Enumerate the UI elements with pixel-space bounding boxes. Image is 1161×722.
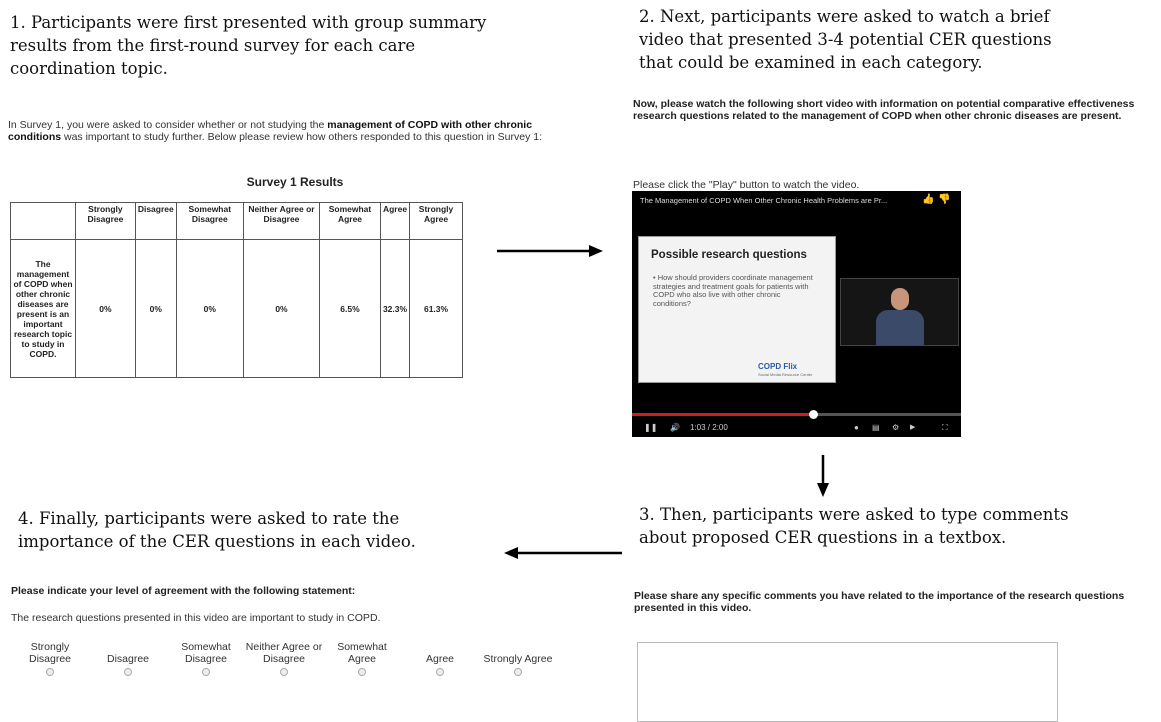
time-display: 1:03 / 2:00 — [690, 423, 728, 432]
likert-option[interactable]: Strongly Agree — [479, 637, 557, 679]
likert-option[interactable]: Neither Agree or Disagree — [245, 637, 323, 679]
video-slide: Possible research questions • How should… — [638, 236, 836, 383]
column-header: Agree — [379, 202, 411, 240]
rating-prompt: Please indicate your level of agreement … — [11, 585, 356, 597]
table-corner-cell — [10, 202, 76, 240]
step-3-caption: 3. Then, participants were asked to type… — [639, 505, 1069, 547]
table-cell: 0% — [242, 239, 321, 378]
table-cell: 0% — [75, 239, 136, 378]
table-cell: 0% — [134, 239, 177, 378]
survey-1-intro-post: was important to study further. Below pl… — [61, 131, 543, 143]
progress-handle[interactable] — [808, 410, 818, 419]
radio-button[interactable] — [436, 668, 444, 676]
likert-option[interactable]: Disagree — [89, 637, 167, 679]
likert-scale: Strongly Disagree Disagree Somewhat Disa… — [20, 637, 552, 687]
table-cell: 6.5% — [319, 239, 381, 378]
arrow-down-icon — [817, 455, 829, 497]
video-controls: ❚❚ 🔊 1:03 / 2:00 ● ▤ ⚙ ▶ ⛶ — [632, 421, 961, 437]
video-intro: Now, please watch the following short vi… — [633, 98, 1135, 122]
subtitles-icon[interactable]: ▤ — [872, 423, 880, 432]
survey-1-intro-topic: management of COPD with other chronic co… — [8, 119, 533, 143]
thumbs-up-icon[interactable]: 👍 — [922, 194, 935, 205]
option-label: Strongly Agree — [483, 653, 553, 665]
play-instruction: Please click the "Play" button to watch … — [633, 179, 860, 191]
radio-button[interactable] — [280, 668, 288, 676]
copd-flix-logo: COPD Flix — [758, 362, 798, 371]
radio-button[interactable] — [514, 668, 522, 676]
arrow-right-icon — [497, 245, 603, 257]
comments-textbox[interactable] — [637, 642, 1058, 722]
logo-subtitle: Social Media Resource Center — [758, 372, 813, 377]
arrow-left-icon — [504, 547, 622, 559]
table-header-row: Strongly Disagree Disagree Somewhat Disa… — [10, 202, 463, 240]
results-table-title: Survey 1 Results — [246, 175, 344, 189]
likert-option[interactable]: Somewhat Disagree — [167, 637, 245, 679]
radio-button[interactable] — [202, 668, 210, 676]
slide-bullet: • How should providers coordinate manage… — [653, 273, 813, 308]
column-header: Strongly Agree — [409, 202, 463, 240]
step-1-caption: 1. Participants were first presented wit… — [10, 13, 487, 78]
radio-button[interactable] — [358, 668, 366, 676]
option-label: Disagree — [106, 653, 150, 665]
survey-1-intro-pre: In Survey 1, you were asked to consider … — [8, 119, 328, 131]
option-label: Somewhat Disagree — [181, 641, 231, 665]
gear-icon[interactable]: ⚙ — [892, 423, 900, 432]
column-header: Somewhat Disagree — [175, 202, 244, 240]
table-cell: 61.3% — [409, 239, 463, 378]
youtube-icon[interactable]: ▶ — [910, 424, 916, 431]
radio-button[interactable] — [124, 668, 132, 676]
fullscreen-icon[interactable]: ⛶ — [942, 423, 948, 432]
option-label: Somewhat Agree — [337, 641, 387, 665]
captions-icon[interactable]: ● — [854, 423, 859, 432]
step-4-caption: 4. Finally, participants were asked to r… — [18, 509, 416, 551]
presenter-thumbnail — [840, 278, 959, 346]
option-label: Agree — [425, 653, 455, 665]
rating-statement: The research questions presented in this… — [11, 612, 381, 624]
likert-option[interactable]: Strongly Disagree — [11, 637, 89, 679]
likert-option[interactable]: Agree — [401, 637, 479, 679]
radio-button[interactable] — [46, 668, 54, 676]
column-header: Strongly Disagree — [75, 202, 136, 240]
video-title: The Management of COPD When Other Chroni… — [640, 196, 888, 205]
thumbs-down-icon[interactable]: 👎 — [938, 194, 951, 205]
table-cell: 0% — [175, 239, 244, 378]
row-label: The management of COPD when other chroni… — [10, 239, 76, 378]
presenter-head — [891, 288, 909, 310]
slide-title: Possible research questions — [651, 249, 807, 261]
video-progress-bar[interactable] — [632, 410, 961, 419]
column-header: Neither Agree or Disagree — [242, 202, 321, 240]
table-row: The management of COPD when other chroni… — [10, 239, 463, 378]
volume-icon[interactable]: 🔊 — [670, 423, 680, 432]
option-label: Strongly Disagree — [28, 641, 72, 665]
presenter-body — [876, 310, 924, 345]
survey-1-intro: In Survey 1, you were asked to consider … — [8, 119, 588, 143]
likert-option[interactable]: Somewhat Agree — [323, 637, 401, 679]
survey-results-table: Strongly Disagree Disagree Somewhat Disa… — [10, 202, 463, 378]
column-header: Disagree — [134, 202, 177, 240]
comments-prompt: Please share any specific comments you h… — [634, 590, 1125, 614]
progress-fill — [632, 413, 813, 416]
video-player[interactable]: The Management of COPD When Other Chroni… — [632, 191, 961, 437]
option-label: Neither Agree or Disagree — [245, 641, 323, 665]
step-2-caption: 2. Next, participants were asked to watc… — [639, 7, 1052, 72]
pause-icon[interactable]: ❚❚ — [644, 423, 658, 432]
table-cell: 32.3% — [379, 239, 411, 378]
column-header: Somewhat Agree — [319, 202, 381, 240]
